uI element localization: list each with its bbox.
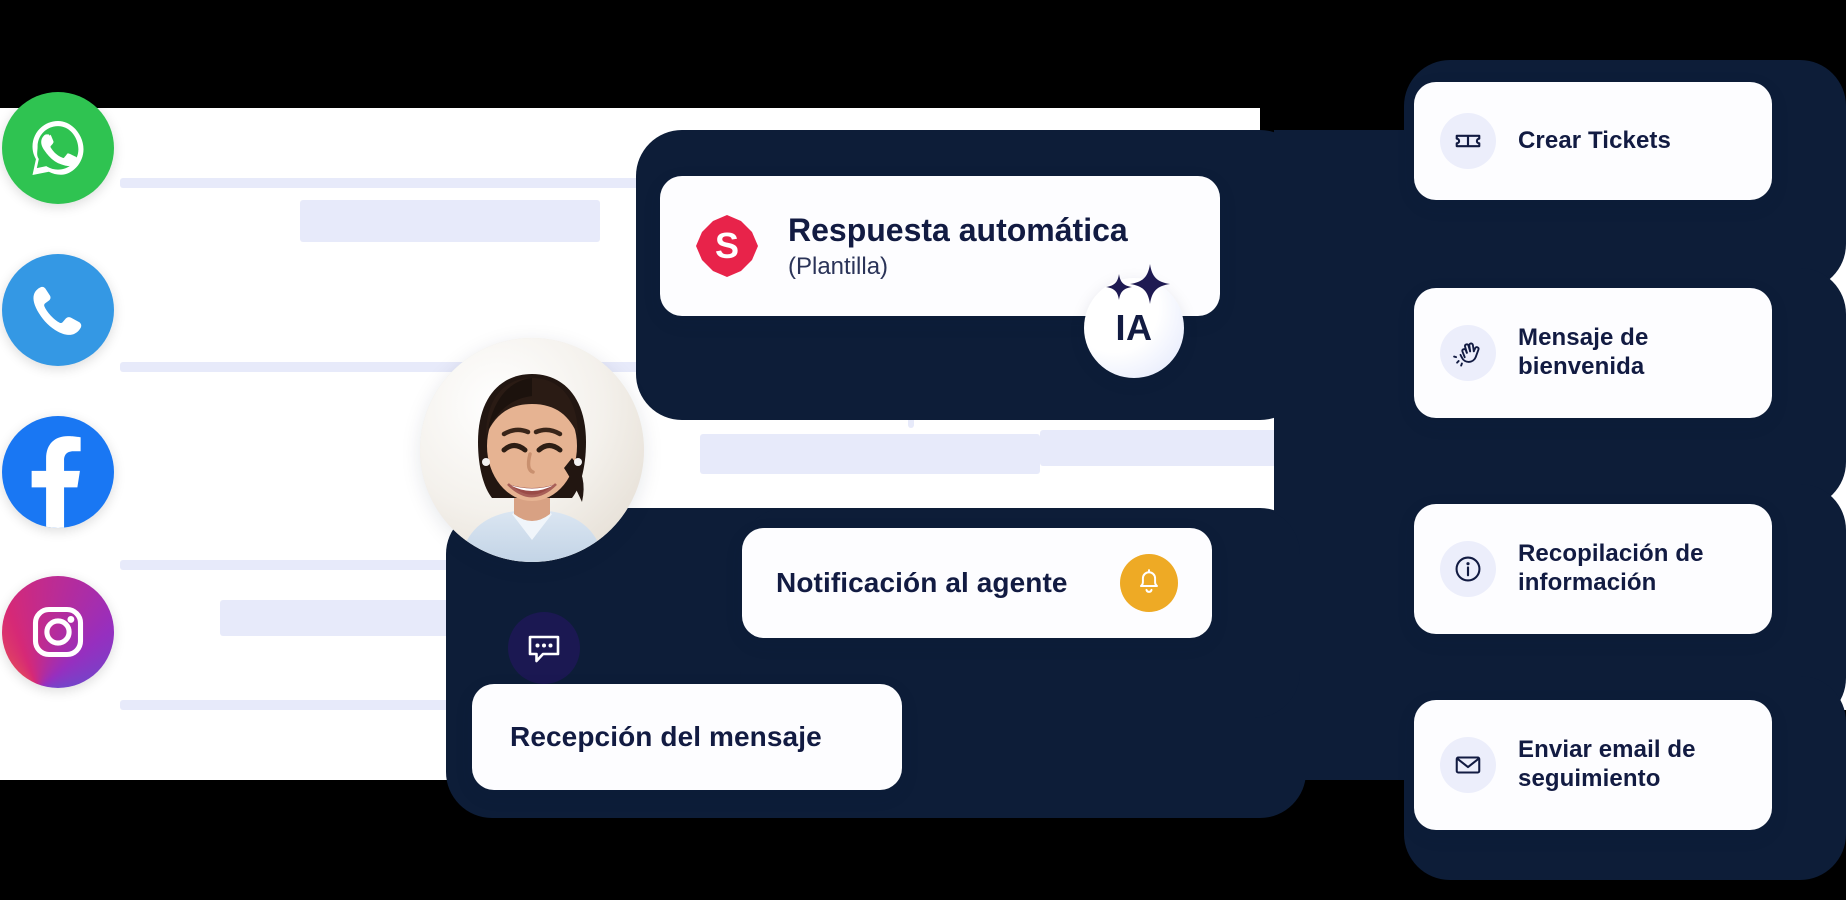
envelope-icon-chip: [1440, 737, 1496, 793]
card-action-create-tickets[interactable]: Crear Tickets: [1414, 82, 1772, 200]
card-action-welcome-message[interactable]: Mensaje de bienvenida: [1414, 288, 1772, 418]
ai-badge-label: IA: [1115, 307, 1153, 348]
channel-icon-phone[interactable]: [2, 254, 114, 366]
chat-bubble-icon: [528, 635, 560, 663]
action-label: Mensaje de bienvenida: [1518, 324, 1649, 380]
sparkle-small-icon: [1106, 274, 1132, 300]
connector-instagram: [120, 700, 680, 710]
card-action-gather-info[interactable]: Recopilación de información: [1414, 504, 1772, 634]
connector-block-d: [700, 434, 1040, 474]
agent-avatar: [420, 338, 644, 562]
envelope-icon: [1455, 756, 1481, 774]
sparkle-icon: [1130, 264, 1170, 304]
auto-reply-text-block: Respuesta automática (Plantilla): [788, 212, 1128, 281]
whatsapp-glyph: [32, 121, 84, 175]
avatar-photo: [420, 338, 644, 562]
message-reception-label: Recepción del mensaje: [510, 721, 822, 753]
bell-badge: [1120, 554, 1178, 612]
info-circle-icon-chip: [1440, 541, 1496, 597]
channel-icon-instagram[interactable]: [2, 576, 114, 688]
connector-block-a: [300, 200, 600, 242]
waving-hand-icon-chip: [1440, 325, 1496, 381]
s-badge-icon: S: [696, 215, 758, 277]
facebook-glyph: [31, 436, 81, 528]
svg-text:S: S: [715, 225, 739, 266]
auto-reply-title: Respuesta automática: [788, 211, 1128, 248]
connector-facebook: [120, 560, 680, 570]
chat-bubble-badge: [508, 612, 580, 684]
auto-reply-subtitle: (Plantilla): [788, 252, 889, 280]
card-action-followup-email[interactable]: Enviar email de seguimiento: [1414, 700, 1772, 830]
instagram-glyph: [32, 606, 84, 658]
card-message-reception[interactable]: Recepción del mensaje: [472, 684, 902, 790]
bell-icon: [1140, 569, 1158, 593]
ticket-icon-chip: [1440, 113, 1496, 169]
waving-hand-icon: [1453, 342, 1480, 367]
card-agent-notification[interactable]: Notificación al agente: [742, 528, 1212, 638]
connector-whatsapp: [120, 178, 680, 188]
agent-notification-label: Notificación al agente: [776, 567, 1068, 599]
info-circle-icon: [1455, 556, 1481, 582]
connector-phone: [120, 362, 680, 372]
channel-icon-whatsapp[interactable]: [2, 92, 114, 204]
ai-badge[interactable]: IA: [1084, 264, 1184, 378]
channel-icon-facebook[interactable]: [2, 416, 114, 528]
action-label: Crear Tickets: [1518, 126, 1671, 154]
action-label: Enviar email de seguimiento: [1518, 736, 1696, 792]
action-label: Recopilación de información: [1518, 540, 1704, 596]
shell-spine: [1274, 130, 1454, 780]
phone-glyph: [33, 286, 82, 335]
ticket-icon: [1455, 134, 1481, 148]
